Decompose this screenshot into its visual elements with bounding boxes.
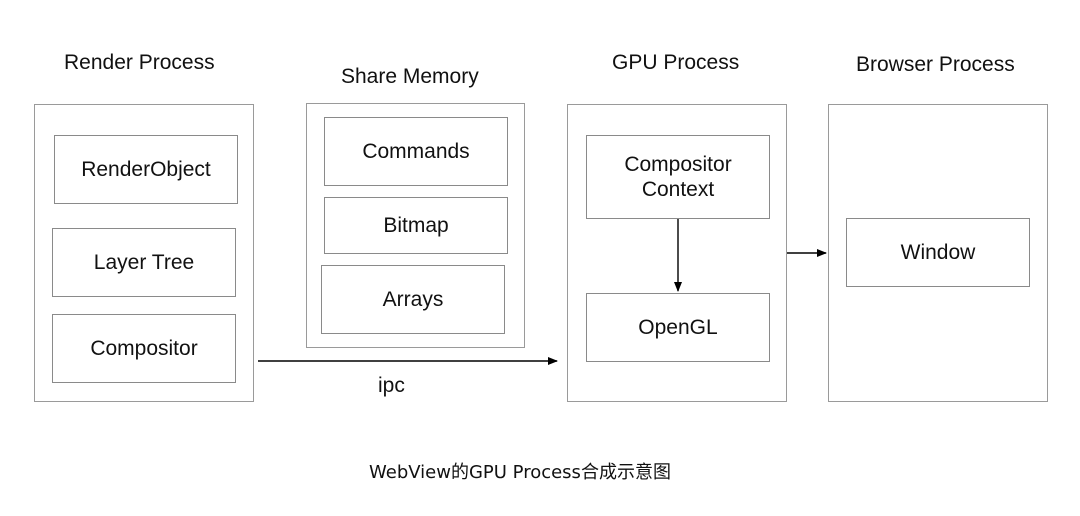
compositor-node: Compositor	[52, 314, 236, 383]
commands-node: Commands	[324, 117, 508, 186]
diagram-caption: WebView的GPU Process合成示意图	[369, 462, 671, 483]
layer-tree-node: Layer Tree	[52, 228, 236, 297]
gpu-process-title: GPU Process	[612, 51, 740, 74]
share-memory-title: Share Memory	[341, 65, 479, 88]
window-node: Window	[846, 218, 1030, 287]
render-process-title: Render Process	[64, 51, 215, 74]
opengl-node: OpenGL	[586, 293, 770, 362]
bitmap-node: Bitmap	[324, 197, 508, 254]
arrays-node: Arrays	[321, 265, 505, 334]
compositor-context-node: Compositor Context	[586, 135, 770, 219]
ipc-label: ipc	[378, 374, 405, 397]
browser-process-title: Browser Process	[856, 53, 1015, 76]
render-object-node: RenderObject	[54, 135, 238, 204]
